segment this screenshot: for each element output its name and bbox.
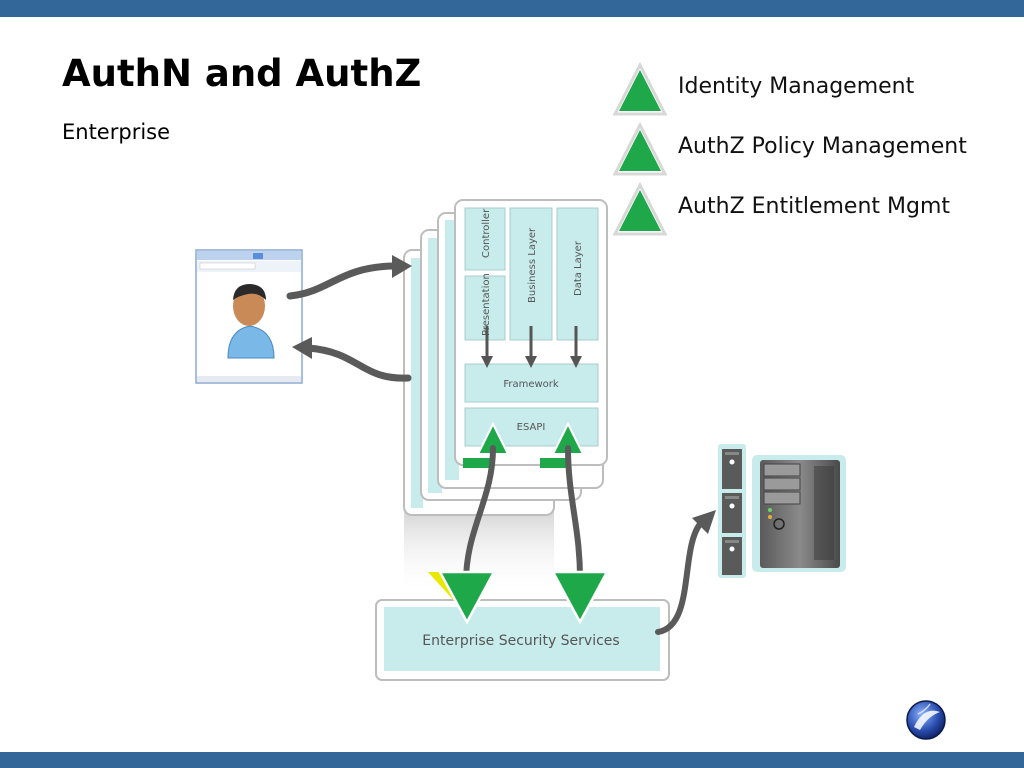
framework-layer (464, 363, 599, 403)
app-stack-front: Controller Presentation Business Layer D… (454, 199, 608, 468)
framework-label: Framework (503, 379, 559, 390)
slide-subtitle: Enterprise (62, 120, 171, 144)
legend-item-authz-policy-management: AuthZ Policy Management (612, 122, 1012, 178)
top-bar (0, 0, 1024, 17)
data-layer-label: Data Layer (573, 240, 584, 296)
legend-label: AuthZ Entitlement Mgmt (678, 194, 951, 219)
browser-window-icon (195, 249, 303, 384)
response-arrow (292, 337, 412, 382)
esapi-label: ESAPI (517, 422, 546, 433)
presentation-layer (464, 275, 506, 341)
business-layer-label: Business Layer (527, 227, 538, 303)
security-services-box: Enterprise Security Services (375, 599, 670, 681)
controller-label: Controller (481, 208, 492, 258)
connector-line (565, 445, 584, 588)
legend-label: AuthZ Policy Management (678, 134, 967, 159)
green-triangle-icon (612, 122, 668, 176)
data-layer (556, 207, 599, 341)
green-triangle-icon (612, 62, 668, 116)
server-arrow (655, 510, 716, 635)
business-layer (509, 207, 553, 341)
controller-layer (464, 207, 506, 271)
green-triangle-icon (612, 182, 668, 236)
user-icon (227, 284, 275, 359)
security-services-label: Enterprise Security Services (422, 633, 619, 649)
presentation-label: Presentation (481, 273, 492, 336)
bottom-bar (0, 752, 1024, 768)
legend-label: Identity Management (678, 74, 915, 99)
legend-item-authz-entitlement-mgmt: AuthZ Entitlement Mgmt (612, 182, 1012, 238)
legend-item-identity-management: Identity Management (612, 62, 1012, 118)
green-triangle-icon (437, 570, 497, 625)
tower-pc-icon (752, 455, 846, 572)
request-arrow (286, 255, 412, 300)
slide-title: AuthN and AuthZ (62, 52, 422, 95)
connector-line (462, 445, 496, 588)
logo-icon (906, 700, 946, 740)
green-triangle-icon (550, 570, 610, 625)
server-rack-icon (718, 444, 746, 578)
framework-arrows (481, 326, 582, 368)
